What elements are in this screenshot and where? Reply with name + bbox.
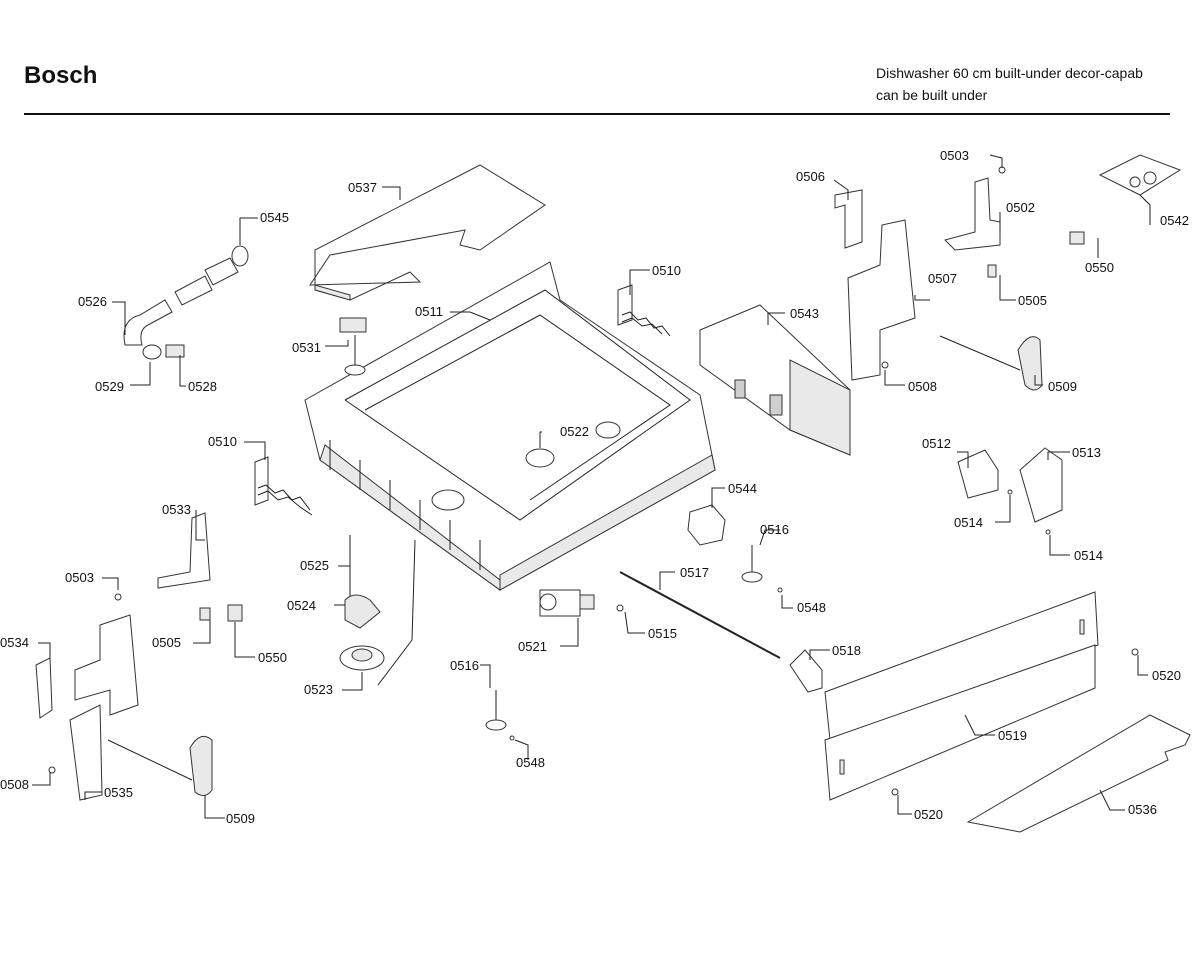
part-label-0516-lower: 0516: [450, 658, 479, 673]
part-label-0502: 0502: [1006, 200, 1035, 215]
sensor-cable-part: [939, 335, 1043, 391]
clip-part: [199, 607, 211, 621]
part-label-0516: 0516: [760, 522, 789, 537]
adjustable-foot-part: [741, 545, 763, 583]
screw-part: [881, 361, 889, 369]
part-label-0511: 0511: [415, 304, 443, 319]
insulation-strip-part: [966, 714, 1191, 833]
part-label-0548: 0548: [797, 600, 826, 615]
part-label-0512: 0512: [922, 436, 951, 451]
upper-bracket-part: [157, 512, 211, 589]
part-label-0543: 0543: [790, 306, 819, 321]
part-label-0508-left: 0508: [0, 777, 29, 792]
mounting-bracket-part: [834, 189, 863, 249]
hose-clamp-part: [142, 344, 162, 360]
part-label-0509-lower: 0509: [226, 811, 255, 826]
part-label-0513: 0513: [1072, 445, 1101, 460]
part-label-0515: 0515: [648, 626, 677, 641]
part-label-0524: 0524: [287, 598, 316, 613]
part-label-0510: 0510: [652, 263, 681, 278]
part-label-0534: 0534: [0, 635, 29, 650]
part-label-0509: 0509: [1048, 379, 1077, 394]
part-label-0535: 0535: [104, 785, 133, 800]
part-label-0514-lower: 0514: [1074, 548, 1103, 563]
part-label-0503-left: 0503: [65, 570, 94, 585]
part-label-0505: 0505: [1018, 293, 1047, 308]
header-divider: [24, 113, 1170, 115]
drain-hose-part: [123, 245, 249, 346]
part-label-0522: 0522: [560, 424, 589, 439]
side-bracket-part: [74, 614, 139, 716]
part-label-0521: 0521: [518, 639, 547, 654]
rod-part: [619, 571, 781, 659]
model-description-line1: Dishwasher 60 cm built-under decor-capab: [876, 65, 1143, 81]
pump-part: [339, 535, 385, 671]
side-cover-part: [35, 657, 53, 719]
connector-housing-part: [957, 449, 999, 499]
leader-lines: [32, 154, 1151, 819]
part-label-0536: 0536: [1128, 802, 1157, 817]
adjustable-foot-part: [485, 690, 507, 731]
lower-bracket-part: [69, 704, 103, 801]
brand-title: Bosch: [24, 62, 98, 89]
part-label-0523: 0523: [304, 682, 333, 697]
part-label-0505-left: 0505: [152, 635, 181, 650]
part-label-0531: 0531: [292, 340, 321, 355]
part-label-0526: 0526: [78, 294, 107, 309]
part-label-0518: 0518: [832, 643, 861, 658]
part-label-0542: 0542: [1160, 213, 1189, 228]
base-tub-part: [304, 261, 716, 591]
inlet-valve-part: [539, 589, 595, 617]
part-label-0508: 0508: [908, 379, 937, 394]
part-label-0517: 0517: [680, 565, 709, 580]
part-label-0528: 0528: [188, 379, 217, 394]
model-description: Dishwasher 60 cm built-under decor-capab…: [876, 62, 1143, 106]
side-bracket-part: [847, 219, 916, 381]
model-description-line2: can be built under: [876, 87, 988, 103]
part-label-0520-lower: 0520: [914, 807, 943, 822]
part-label-0529: 0529: [95, 379, 124, 394]
relay-part: [687, 504, 726, 546]
clip-part: [165, 344, 185, 358]
part-label-0548-lower: 0548: [516, 755, 545, 770]
spring-bracket-part: [617, 284, 671, 337]
part-label-0506: 0506: [796, 169, 825, 184]
sensor-cable-part: [107, 735, 213, 796]
part-label-0503: 0503: [940, 148, 969, 163]
part-label-0510-left: 0510: [208, 434, 237, 449]
part-label-0507: 0507: [928, 271, 957, 286]
part-label-0514: 0514: [954, 515, 983, 530]
adjustable-foot-part: [339, 317, 367, 376]
installation-kit-part: [1098, 154, 1182, 196]
spring-bracket-part: [254, 456, 313, 516]
cover-plate-part: [309, 164, 546, 301]
clip-part: [1069, 231, 1085, 245]
part-label-0550: 0550: [1085, 260, 1114, 275]
connector-cover-part: [1019, 447, 1063, 523]
part-label-0520: 0520: [1152, 668, 1181, 683]
part-label-0525: 0525: [300, 558, 329, 573]
upper-bracket-part: [944, 177, 1001, 251]
part-label-0537: 0537: [348, 180, 377, 195]
part-label-0519: 0519: [998, 728, 1027, 743]
part-label-0533: 0533: [162, 502, 191, 517]
clip-part: [987, 264, 997, 278]
part-label-0545: 0545: [260, 210, 289, 225]
control-module-part: [699, 304, 851, 456]
part-labels: 0503 0506 0502 0542 0537 0545 0550 0510 …: [0, 148, 1189, 826]
float-part: [789, 649, 823, 693]
part-label-0550-left: 0550: [258, 650, 287, 665]
part-label-0544: 0544: [728, 481, 757, 496]
clip-part: [227, 604, 243, 622]
kick-plate-part: [824, 591, 1099, 801]
